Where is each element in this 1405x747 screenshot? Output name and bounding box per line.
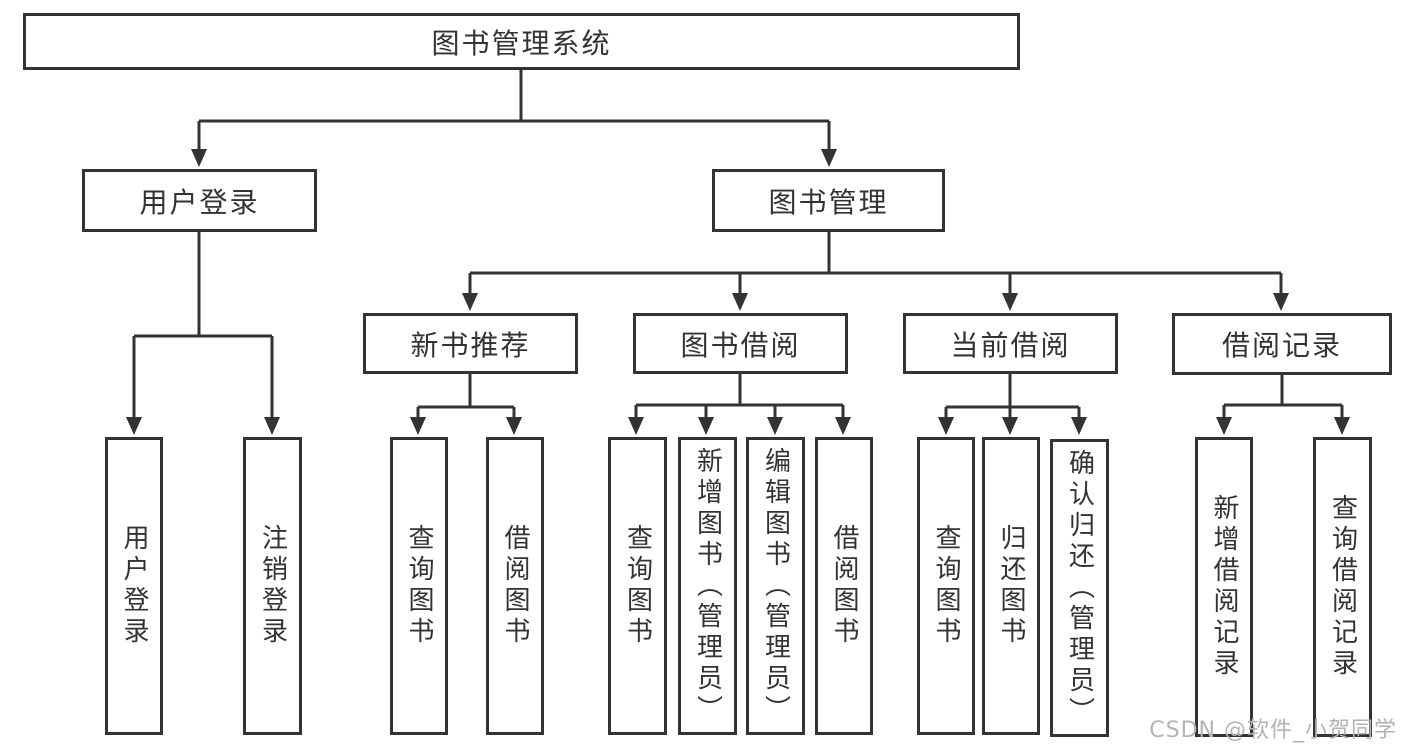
leaf-borrow-book: 借阅图书 [815, 437, 873, 735]
node-book-borrowing: 图书借阅 [633, 313, 848, 374]
node-current-borrowing: 当前借阅 [903, 313, 1118, 374]
watermark: CSDN @软件_小贺同学 [1149, 718, 1397, 743]
leaf-user-login: 用户登录 [105, 437, 163, 735]
leaf-borrow-book: 借阅图书 [486, 437, 544, 735]
node-borrowing-records: 借阅记录 [1172, 313, 1392, 375]
leaf-query-book: 查询图书 [917, 437, 975, 735]
leaf-add-book-admin: 新增图书（管理员） [678, 437, 737, 735]
node-user-login: 用户登录 [82, 169, 317, 232]
node-library-system: 图书管理系统 [23, 13, 1020, 70]
leaf-query-book: 查询图书 [608, 437, 667, 735]
leaf-logout: 注销登录 [243, 437, 302, 735]
node-book-management: 图书管理 [712, 169, 945, 232]
arrowheads [126, 149, 1350, 435]
leaf-return-book: 归还图书 [982, 437, 1040, 735]
leaf-query-borrow-record: 查询借阅记录 [1313, 437, 1372, 737]
node-new-book-recommend: 新书推荐 [363, 313, 578, 374]
leaf-query-book: 查询图书 [390, 437, 448, 735]
leaf-edit-book-admin: 编辑图书（管理员） [746, 437, 805, 735]
tree-edges [132, 70, 1344, 422]
leaf-add-borrow-record: 新增借阅记录 [1195, 437, 1253, 737]
leaf-confirm-return-admin: 确认归还（管理员） [1050, 439, 1109, 737]
